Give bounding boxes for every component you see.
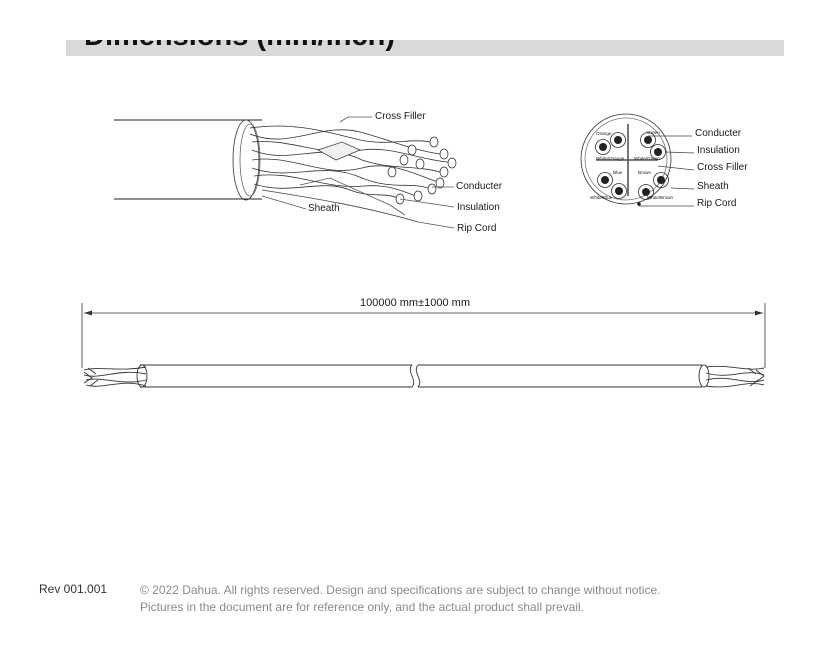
- wire-label-white-brown: White/Brown: [647, 195, 673, 200]
- label-xs-insulation: Insulation: [697, 145, 740, 156]
- label-3d-insulation: Insulation: [457, 202, 500, 213]
- wire-label-green: Green: [647, 130, 660, 135]
- section-header-bar: Dimensions (mm/inch): [66, 40, 784, 56]
- length-dimension-label: 100000 mm±1000 mm: [360, 297, 470, 309]
- label-xs-cross-filler: Cross Filler: [697, 162, 748, 173]
- wire-color-labels: Orange White/Orange Green White/Green Bl…: [590, 130, 673, 200]
- wire-label-brown: Brown: [638, 170, 651, 175]
- footer-revision: Rev 001.001: [39, 582, 108, 596]
- wire-label-orange: Orange: [596, 131, 612, 136]
- wire-label-white-green: White/Green: [634, 156, 660, 161]
- cable-cross-section: [580, 113, 695, 207]
- label-3d-cross-filler: Cross Filler: [375, 111, 426, 122]
- length-dimension: [81, 303, 766, 368]
- wire-label-white-orange: White/Orange: [596, 156, 625, 161]
- wire-label-blue: Blue: [613, 170, 623, 175]
- label-xs-rip-cord: Rip Cord: [697, 198, 736, 209]
- wire-label-white-blue: White/Blue: [590, 195, 613, 200]
- section-title: Dimensions (mm/inch): [84, 40, 395, 52]
- label-xs-sheath: Sheath: [697, 181, 729, 192]
- label-xs-conductor: Conducter: [695, 128, 742, 139]
- label-3d-conductor: Conducter: [456, 181, 503, 192]
- label-3d-sheath: Sheath: [308, 203, 340, 214]
- label-3d-rip-cord: Rip Cord: [457, 223, 496, 234]
- sheath-end: [232, 119, 260, 201]
- cable-3d-view: [114, 116, 457, 229]
- footer-copyright: © 2022 Dahua. All rights reserved. Desig…: [140, 583, 661, 597]
- cable-full-length: [83, 364, 765, 388]
- footer-disclaimer: Pictures in the document are for referen…: [140, 600, 585, 614]
- footer-notice: © 2022 Dahua. All rights reserved. Desig…: [140, 582, 660, 616]
